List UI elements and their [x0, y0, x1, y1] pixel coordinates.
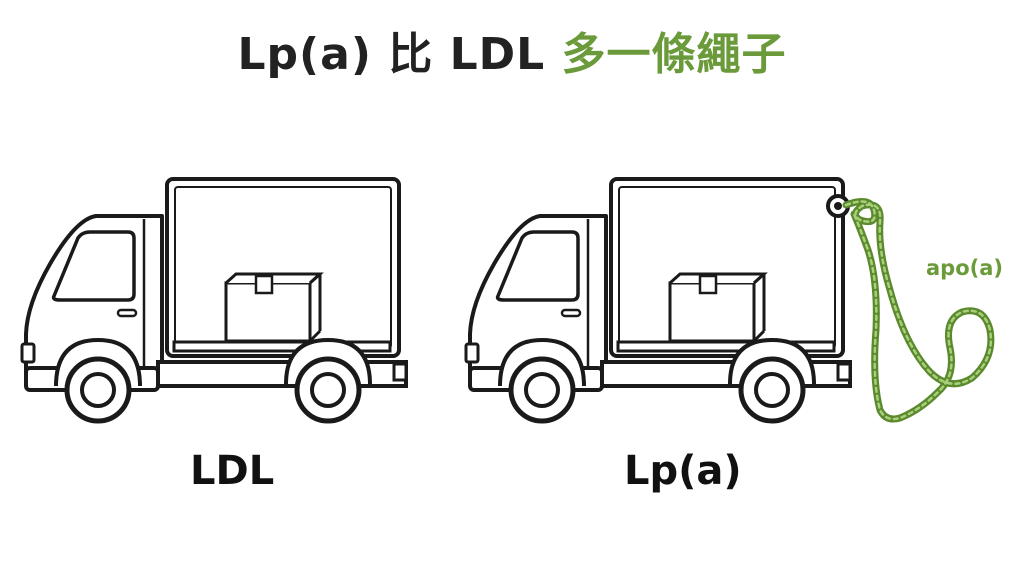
lpa-truck-icon — [466, 179, 850, 421]
ldl-label: LDL — [190, 448, 275, 494]
apo-a-label: apo(a) — [926, 256, 1003, 280]
title-part-main: Lp(a) 比 LDL — [237, 29, 546, 80]
rope-icon — [842, 197, 995, 423]
title-part-accent: 多一條繩子 — [561, 29, 787, 80]
lpa-label: Lp(a) — [624, 448, 742, 494]
ldl-truck-icon — [22, 179, 406, 421]
page-title: Lp(a) 比 LDL 多一條繩子 — [0, 18, 1024, 82]
